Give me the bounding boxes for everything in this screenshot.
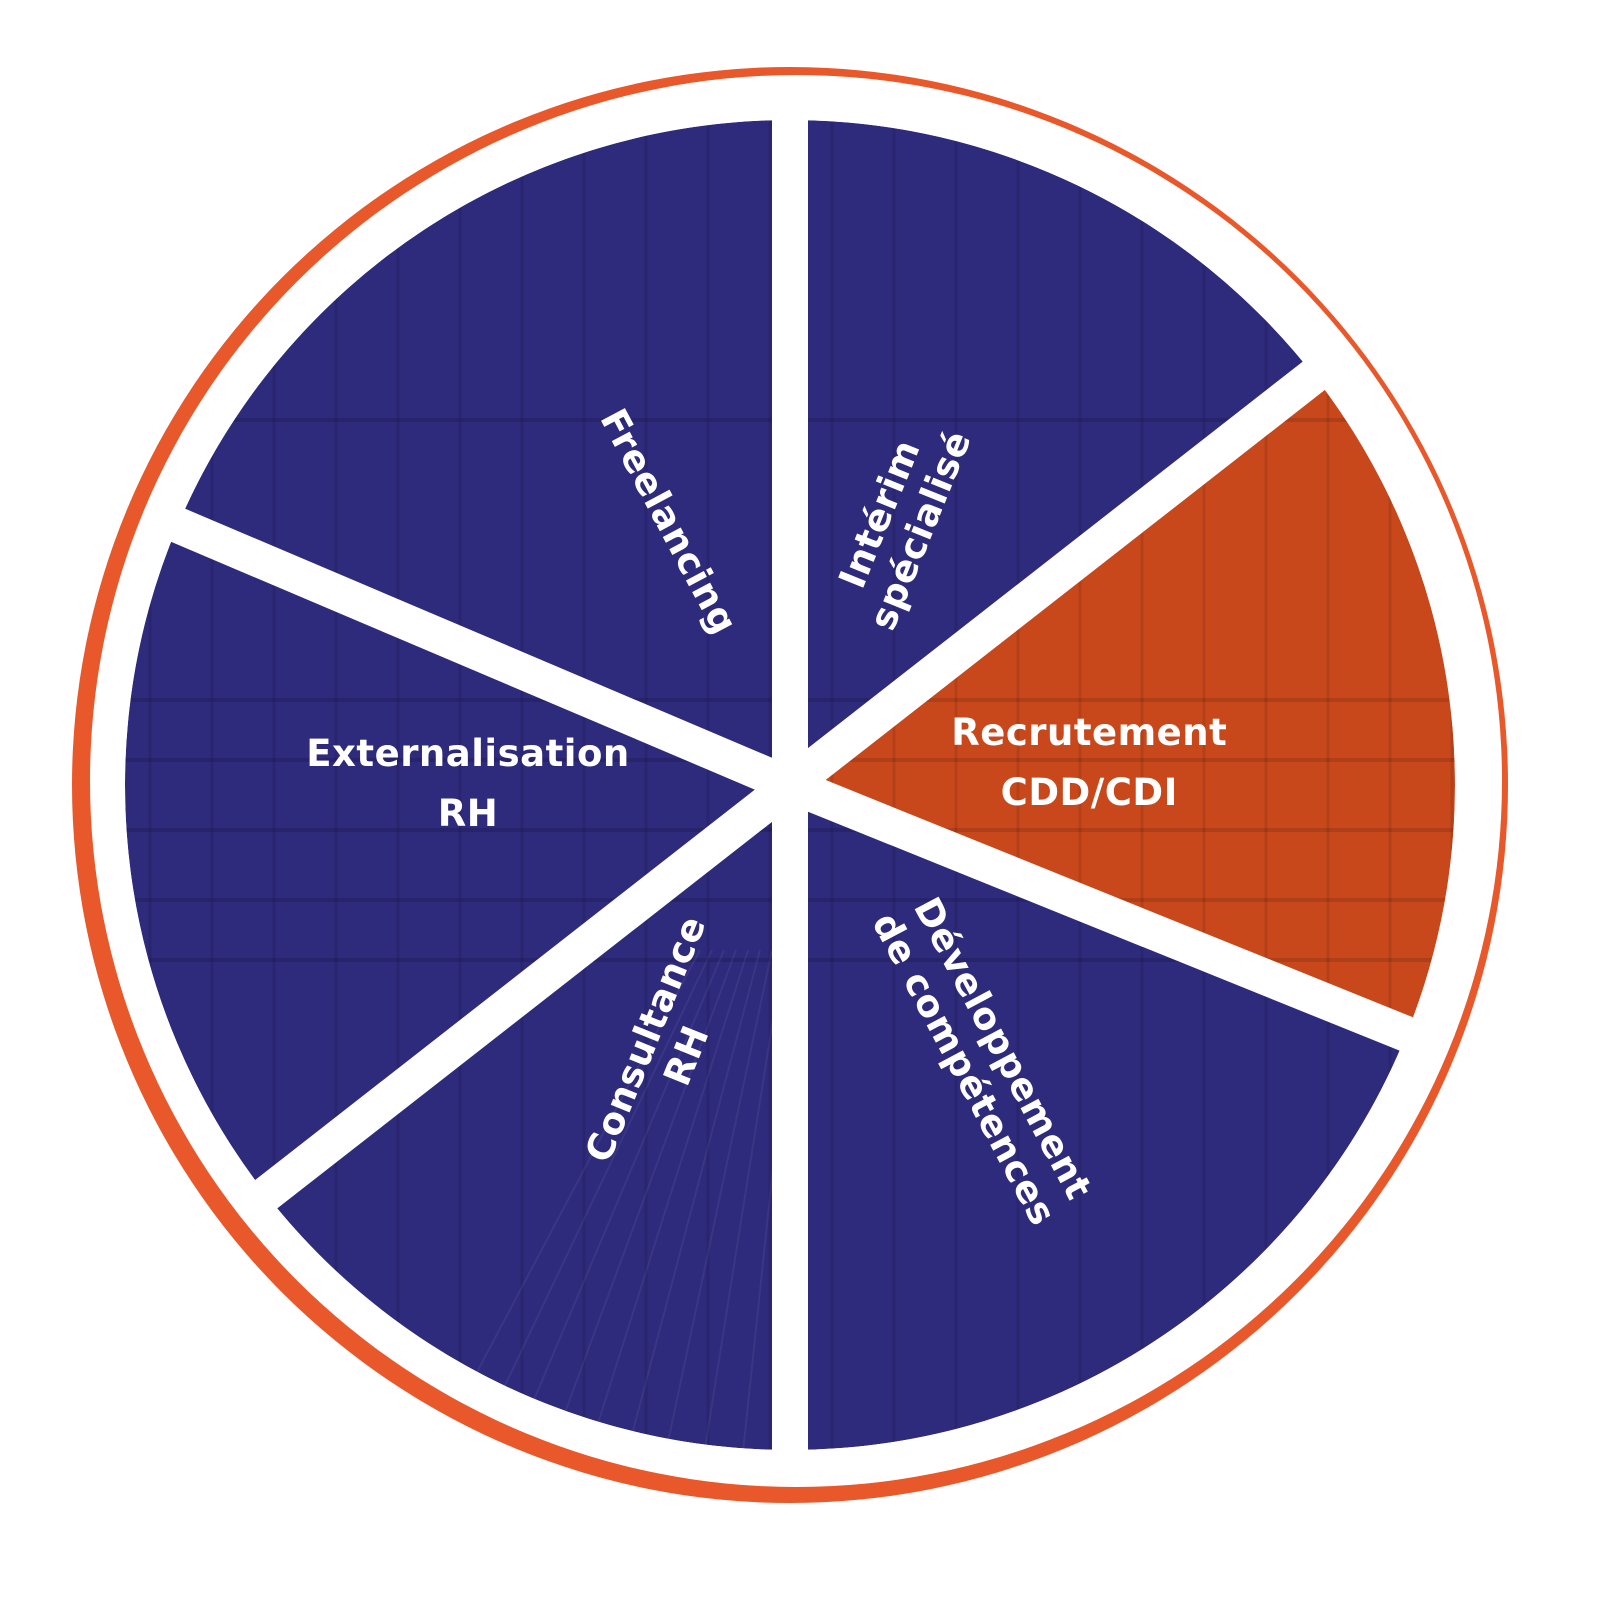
segment-freelancing[interactable] [177, 120, 791, 785]
separators [109, 104, 1471, 1466]
texture-line [699, 949, 785, 1450]
separator-line [251, 770, 802, 1212]
segment-developpement[interactable] [790, 785, 1407, 1450]
separator-line [783, 768, 1418, 1053]
segment-interim[interactable] [790, 120, 1315, 785]
texture-line [579, 949, 749, 1450]
texture-line [659, 949, 773, 1450]
segment-consultance[interactable] [265, 785, 790, 1450]
hub-circle [764, 759, 816, 811]
segment-label-line: RH [438, 792, 498, 835]
segment-externalisation[interactable] [125, 525, 791, 1195]
segment-label-line: CDD/CDI [1001, 771, 1178, 814]
segment-recrutement[interactable] [790, 375, 1455, 1035]
segment-label-line: Recrutement [951, 711, 1227, 754]
separator-line [167, 507, 798, 802]
texture-line [619, 949, 761, 1450]
texture-line [539, 949, 737, 1450]
segments [125, 120, 1455, 1450]
separator-line [778, 358, 1329, 800]
segment-label-line: Externalisation [306, 732, 629, 775]
texture-line [499, 949, 725, 1450]
wheel-border [109, 104, 1471, 1466]
